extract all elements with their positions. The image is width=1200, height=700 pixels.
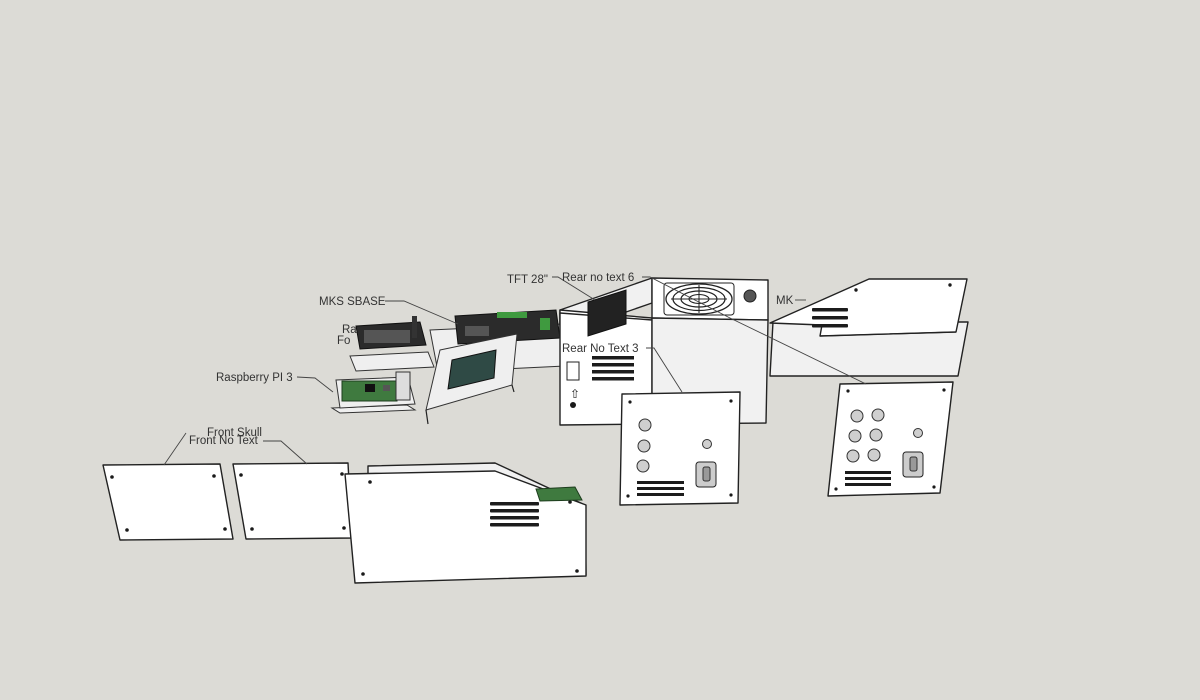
label-tft: TFT 28" bbox=[507, 274, 548, 286]
label-front-skull: Front Skull bbox=[207, 427, 262, 439]
bottom-case-side-panel bbox=[344, 462, 587, 584]
rear-no-text-6-panel bbox=[827, 381, 954, 497]
label-rear-no-text-3: Rear No Text 3 bbox=[562, 343, 639, 355]
fan-icon bbox=[663, 282, 757, 316]
label-mk-partial: MK bbox=[776, 295, 794, 307]
label-ra-partial: Ra bbox=[342, 324, 357, 336]
display-board-stack bbox=[349, 316, 435, 372]
label-rear-no-text-6: Rear no text 6 bbox=[562, 272, 634, 284]
label-raspberry-pi: Raspberry PI 3 bbox=[216, 372, 293, 384]
front-skull-panel bbox=[102, 463, 234, 541]
rear-no-text-3-panel bbox=[619, 391, 741, 506]
top-case-side-panel bbox=[769, 278, 969, 377]
svg-text:⇧: ⇧ bbox=[570, 387, 580, 401]
label-mks-sbase: MKS SBASE bbox=[319, 296, 386, 308]
label-fo-partial: Fo bbox=[337, 335, 350, 347]
tft-panel bbox=[425, 333, 518, 425]
raspberry-pi-board bbox=[330, 371, 417, 414]
front-no-text-panel bbox=[232, 462, 353, 540]
label-front-no-text: Front No Text bbox=[189, 435, 259, 447]
leader-lines bbox=[163, 276, 867, 466]
